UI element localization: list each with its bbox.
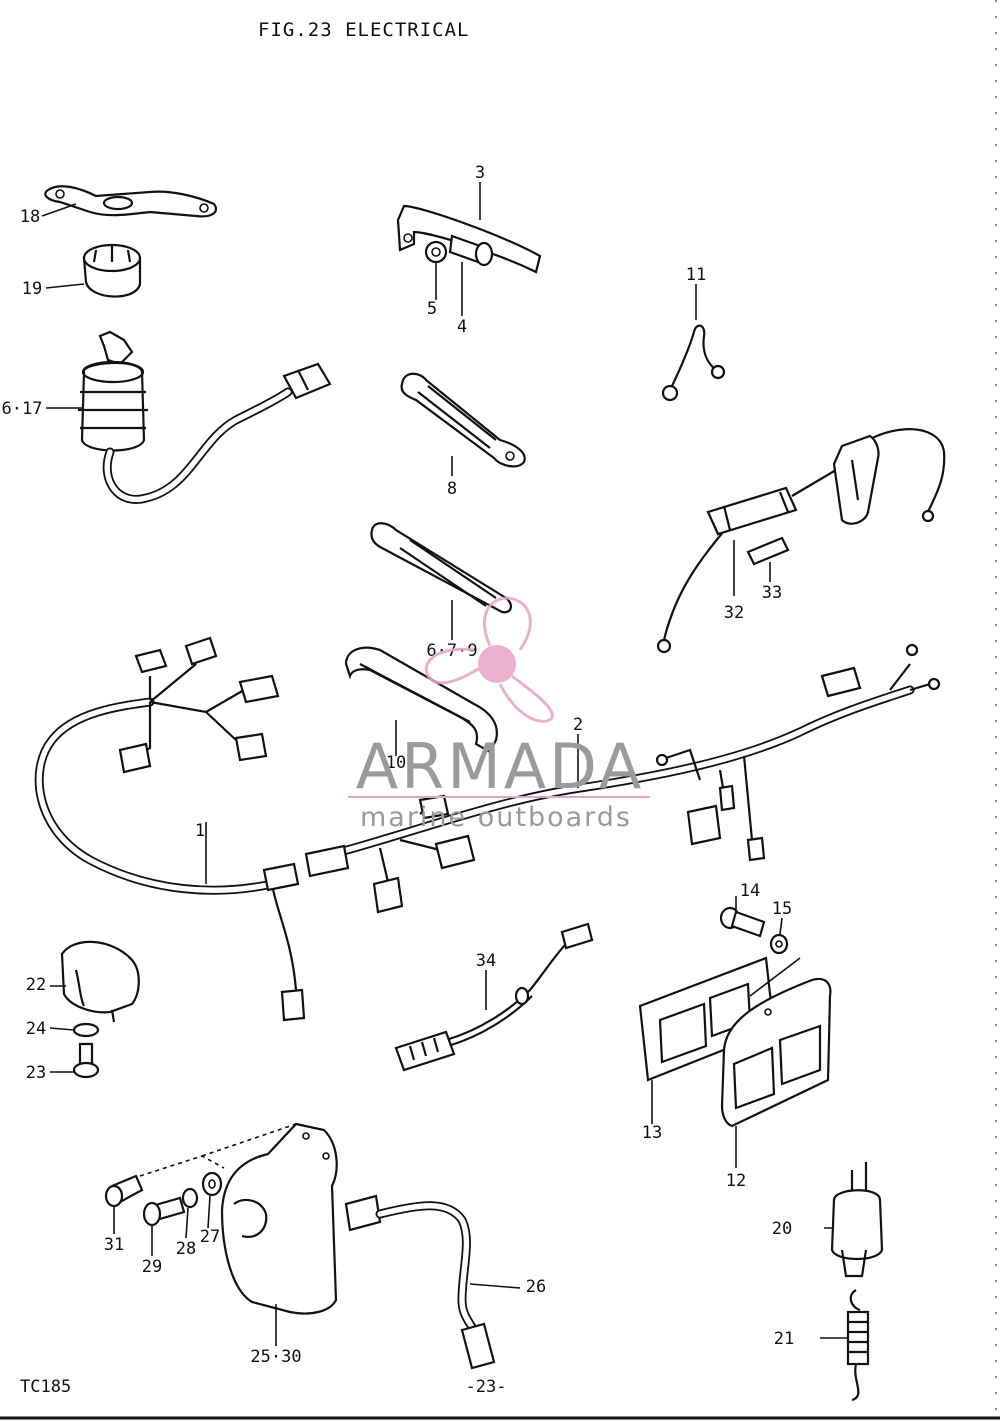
callout-8: 8 <box>447 479 457 499</box>
part-25-30-horn <box>220 1122 496 1370</box>
part-1-main-harness <box>34 636 306 1022</box>
part-11-clip <box>661 324 726 402</box>
part-14-screw <box>719 906 766 938</box>
part-6-17-switch <box>78 330 332 504</box>
callout-4: 4 <box>457 317 467 337</box>
part-19-nut <box>82 243 142 298</box>
page-number: -23- <box>466 1377 507 1397</box>
figure-title: FIG.23 ELECTRICAL <box>258 19 469 41</box>
part-34-sub-harness <box>394 922 594 1072</box>
part-33-fuse <box>746 536 790 566</box>
part-8-strap <box>400 372 526 468</box>
watermark-propeller-blade-left <box>424 647 481 685</box>
callout-6-17: 6·17 <box>2 399 43 419</box>
part-2-harness <box>304 643 941 914</box>
part-3-bracket <box>396 204 542 274</box>
part-29-bolt <box>142 1196 186 1227</box>
callout-12: 12 <box>726 1171 746 1191</box>
part-12-plate <box>720 977 832 1128</box>
callout-27: 27 <box>200 1227 220 1247</box>
callout-14: 14 <box>740 881 760 901</box>
callout-25-30: 25·30 <box>250 1347 301 1367</box>
callout-24: 24 <box>26 1019 46 1039</box>
part-32-fuse-holder <box>656 428 946 654</box>
callout-20: 20 <box>772 1219 792 1239</box>
page-code: TC185 <box>20 1377 71 1397</box>
part-23-screw <box>72 1042 100 1079</box>
callout-2: 2 <box>573 715 583 735</box>
watermark-brand: ARMADA <box>356 730 644 803</box>
part-5-washer <box>424 240 448 264</box>
callout-10: 10 <box>386 753 406 773</box>
watermark-logo <box>424 596 554 723</box>
callout-34: 34 <box>476 951 496 971</box>
part-28-washer <box>181 1187 199 1209</box>
callout-13: 13 <box>642 1123 662 1143</box>
part-18-plate <box>44 185 218 218</box>
part-27-washer <box>201 1171 223 1197</box>
callout-21: 21 <box>774 1329 794 1349</box>
callout-18: 18 <box>20 207 40 227</box>
leader-lines <box>41 182 848 1346</box>
part-6-7-9-sleeve <box>370 522 512 614</box>
callout-33: 33 <box>762 583 782 603</box>
callout-15: 15 <box>772 899 792 919</box>
part-15-washer <box>769 933 789 955</box>
callout-1: 1 <box>195 821 205 841</box>
callout-11: 11 <box>686 265 706 285</box>
part-10-bracket <box>344 646 498 754</box>
part-22-cap <box>60 940 140 1023</box>
part-20-switch <box>830 1162 884 1278</box>
callout-28: 28 <box>176 1239 196 1259</box>
callout-31: 31 <box>104 1235 124 1255</box>
part-13-gasket <box>638 956 776 1082</box>
callout-23: 23 <box>26 1063 46 1083</box>
watermark-propeller-blade-top <box>482 596 532 651</box>
callout-3: 3 <box>475 163 485 183</box>
watermark-propeller-blade-right <box>498 674 554 723</box>
callout-32: 32 <box>724 603 744 623</box>
callout-26: 26 <box>526 1277 546 1297</box>
callout-19: 19 <box>22 279 42 299</box>
watermark-tagline: marine outboards <box>360 802 632 833</box>
callout-29: 29 <box>142 1257 162 1277</box>
callout-22: 22 <box>26 975 46 995</box>
watermark-propeller-hub <box>478 645 516 683</box>
part-24-washer <box>72 1022 100 1038</box>
callout-5: 5 <box>427 299 437 319</box>
part-4-screw <box>448 234 494 267</box>
